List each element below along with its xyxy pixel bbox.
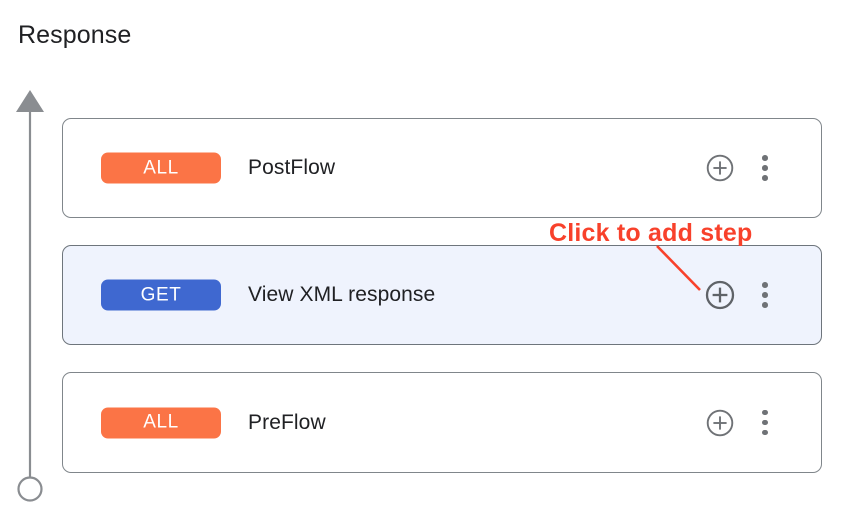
kebab-menu-icon — [762, 175, 768, 181]
method-badge: ALL — [101, 407, 221, 438]
row-menu-button[interactable] — [753, 153, 777, 183]
kebab-menu-icon — [762, 429, 768, 436]
kebab-menu-icon — [762, 165, 768, 171]
plus-circle-icon — [706, 409, 734, 436]
kebab-menu-icon — [762, 155, 768, 161]
kebab-menu-icon — [762, 282, 768, 288]
flow-row-label: PreFlow — [248, 410, 326, 434]
row-menu-button[interactable] — [753, 280, 777, 310]
flow-row-label: PostFlow — [248, 156, 336, 179]
row-menu-button[interactable] — [753, 408, 777, 438]
kebab-menu-icon — [762, 302, 768, 308]
method-badge: ALL — [101, 152, 221, 184]
add-step-button[interactable] — [705, 408, 735, 438]
kebab-menu-icon — [762, 419, 768, 426]
plus-circle-icon — [706, 154, 734, 182]
plus-circle-icon — [705, 280, 735, 310]
kebab-menu-icon — [762, 292, 768, 298]
kebab-menu-icon — [762, 409, 768, 416]
add-step-button[interactable] — [705, 280, 735, 310]
response-flow-direction-arrow — [16, 90, 44, 502]
flow-row-view-xml-response[interactable]: GET View XML response — [62, 245, 822, 345]
method-badge: GET — [101, 279, 221, 311]
flow-row-label: View XML response — [248, 283, 436, 306]
flow-row-content: ALL PostFlow — [63, 119, 821, 217]
annotation-label: Click to add step — [549, 219, 753, 247]
flow-row-preflow[interactable]: ALL PreFlow — [62, 372, 822, 473]
flow-axis-endpoint-circle-icon — [17, 476, 43, 502]
page-title: Response — [18, 21, 132, 49]
flow-row-content: ALL PreFlow — [63, 373, 821, 472]
add-step-button[interactable] — [705, 153, 735, 183]
flow-axis-arrowhead-icon — [16, 90, 44, 112]
flow-row-postflow[interactable]: ALL PostFlow — [62, 118, 822, 218]
flow-row-content: GET View XML response — [63, 246, 821, 344]
